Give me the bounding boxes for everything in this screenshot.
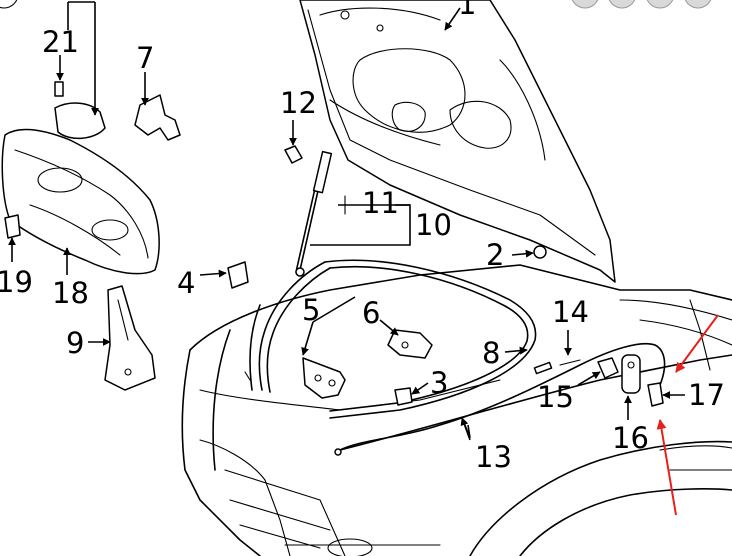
callout-13: 13 <box>475 440 512 474</box>
clip-part-3 <box>394 387 413 406</box>
callout-11: 11 <box>362 186 399 220</box>
hood-strut <box>295 150 333 277</box>
callout-1: 1 <box>458 0 476 21</box>
bumper-part-2 <box>533 245 547 259</box>
callout-16: 16 <box>612 421 649 455</box>
latch-part-6 <box>387 329 433 359</box>
corner-markers <box>0 0 712 9</box>
callout-18: 18 <box>52 276 89 310</box>
latch-part-5 <box>244 357 346 399</box>
callout-labels: 1 2 3 4 5 6 7 8 9 10 11 12 13 14 15 16 1… <box>0 0 725 474</box>
callout-5: 5 <box>302 293 320 327</box>
bolt-part-12 <box>284 145 303 164</box>
callout-17: 17 <box>688 378 725 412</box>
callout-6: 6 <box>362 296 380 330</box>
callout-8: 8 <box>482 336 500 370</box>
connector-part-15 <box>597 357 619 379</box>
clip-part-17 <box>647 382 664 407</box>
release-handle-16 <box>621 354 641 394</box>
car-body-outline <box>181 264 732 556</box>
callout-15: 15 <box>537 380 574 414</box>
release-cable <box>334 342 666 456</box>
callout-2: 2 <box>486 238 504 272</box>
clip-part-21 <box>54 81 106 140</box>
bracket-part-9 <box>104 285 156 391</box>
bracket-10-11 <box>310 195 411 246</box>
callout-10: 10 <box>415 208 452 242</box>
hood-panel <box>299 0 616 283</box>
highlight-arrows <box>656 314 719 516</box>
bracket-part-4 <box>227 261 249 289</box>
callout-12: 12 <box>280 86 317 120</box>
insulation-pad-18 <box>1 128 160 275</box>
hood-seal <box>258 259 537 419</box>
callout-21: 21 <box>42 25 79 59</box>
callout-9: 9 <box>66 326 84 360</box>
clip-part-19 <box>4 214 21 239</box>
callout-14: 14 <box>552 295 589 329</box>
callout-19: 19 <box>0 265 33 299</box>
callout-4: 4 <box>177 266 195 300</box>
leader-lines <box>8 1 685 441</box>
bracket-part-7 <box>134 94 181 141</box>
callout-7: 7 <box>136 41 154 75</box>
callout-3: 3 <box>430 366 448 400</box>
